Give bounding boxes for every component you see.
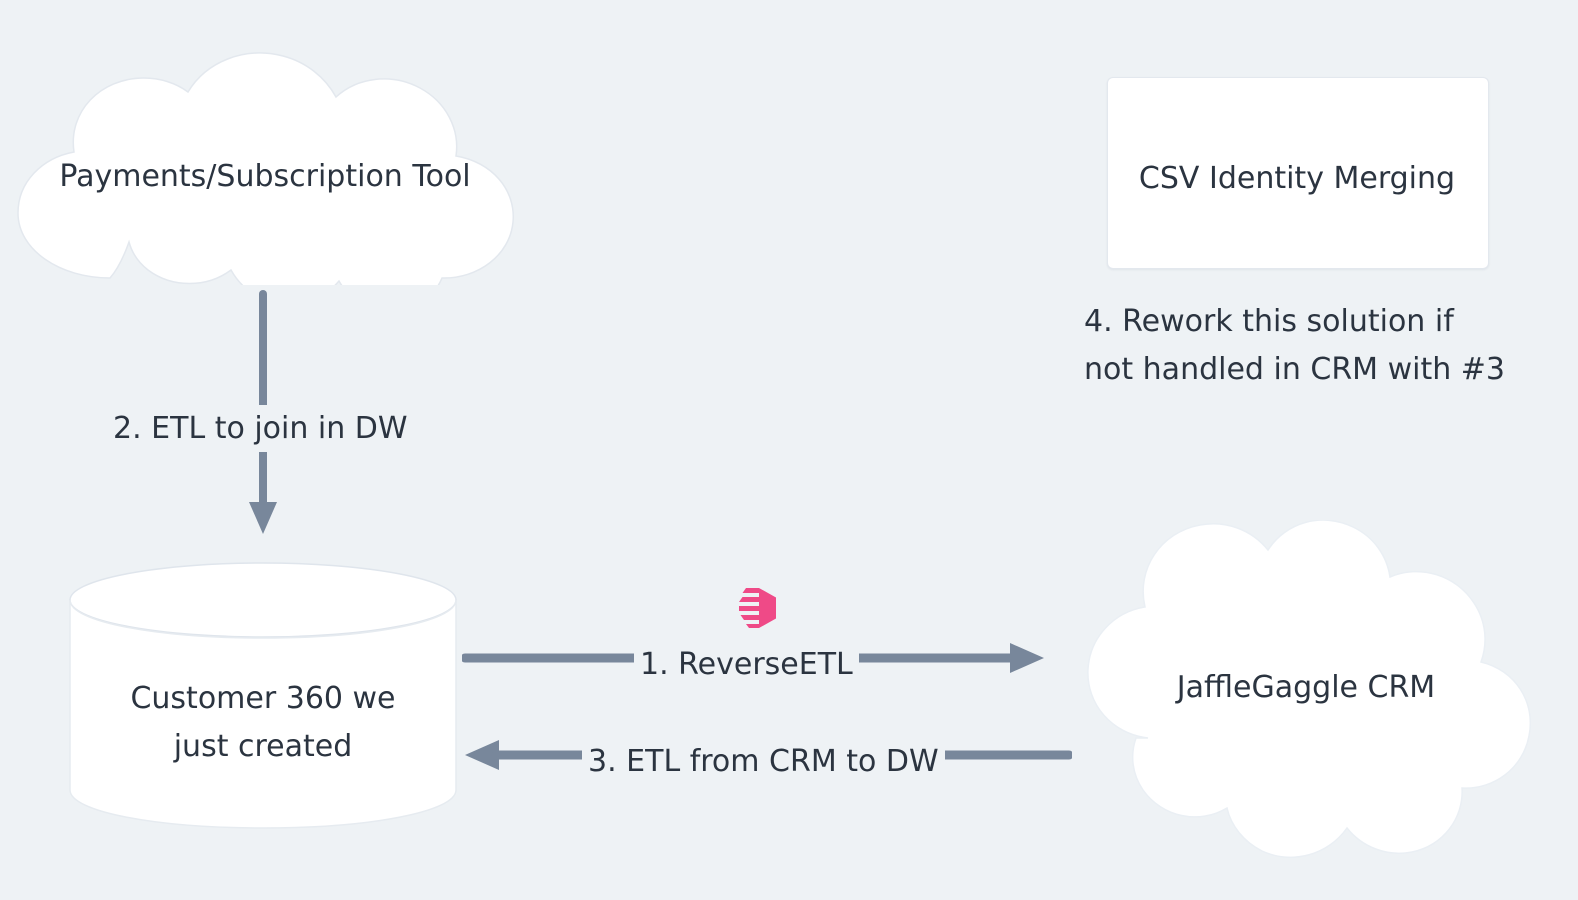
edge-etl-from-crm-label: 3. ETL from CRM to DW (582, 738, 945, 786)
edge-reverse-etl-label: 1. ReverseETL (634, 641, 859, 689)
note-rework-text: 4. Rework this solution if not handled i… (1084, 304, 1505, 387)
cylinder-shape (69, 562, 457, 829)
node-payments-subscription-tool[interactable] (0, 50, 530, 285)
node-csv-identity-merging[interactable] (1107, 77, 1489, 269)
node-jafflegaggle-crm[interactable] (1056, 520, 1556, 860)
edge-etl-join-dw-arrow[interactable] (240, 290, 286, 540)
cloud-shape (17, 52, 514, 285)
dbt-logo-icon (739, 588, 776, 628)
edge-etl-join-dw-label: 2. ETL to join in DW (107, 405, 414, 453)
cloud-shape (1087, 520, 1531, 858)
node-customer-360-db[interactable] (68, 560, 458, 830)
